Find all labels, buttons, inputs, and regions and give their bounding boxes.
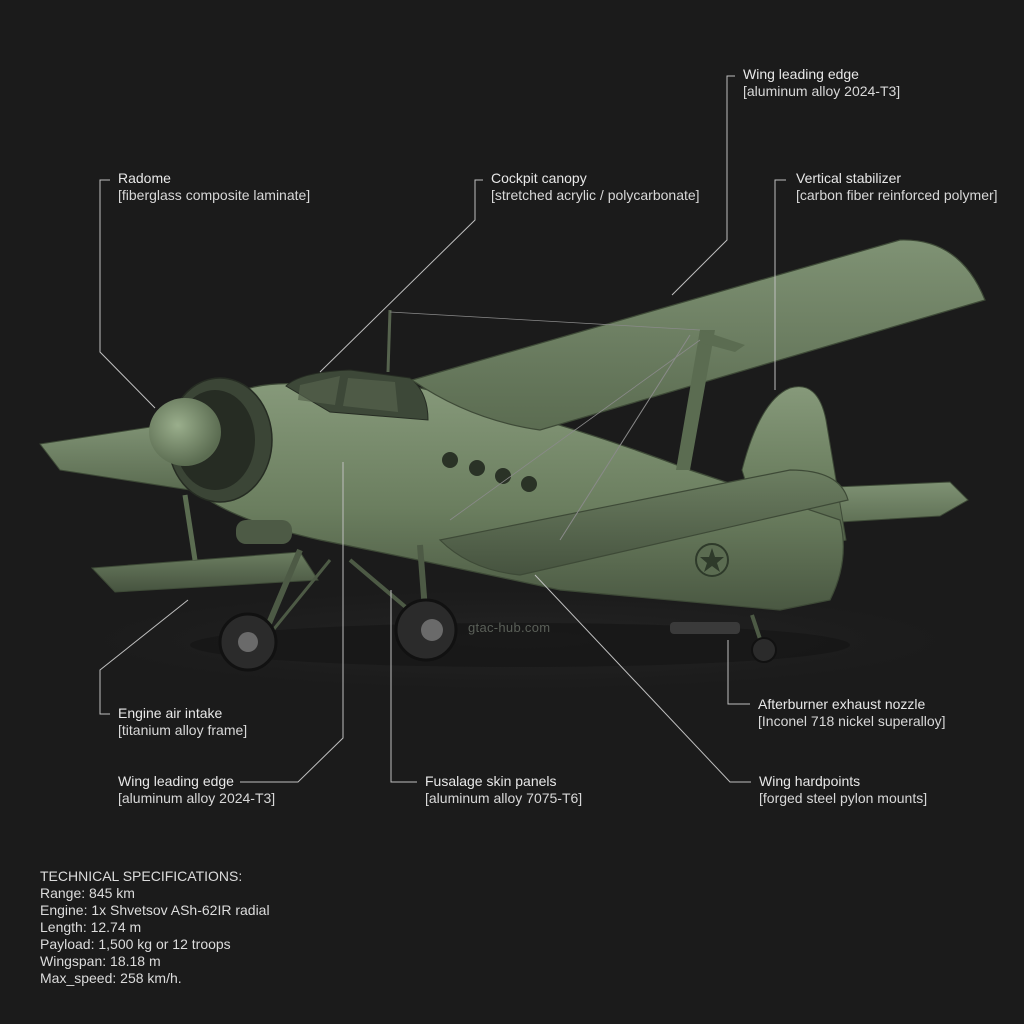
callout-intake: Engine air intake [titanium alloy frame] — [118, 705, 247, 739]
spec-range: Range: 845 km — [40, 885, 135, 901]
callout-stabilizer-name: Vertical stabilizer — [796, 170, 902, 186]
leader-line-stabilizer — [774, 179, 786, 390]
callout-nozzle: Afterburner exhaust nozzle [Inconel 718 … — [758, 696, 946, 730]
callout-stabilizer-material: [carbon fiber reinforced polymer] — [796, 187, 998, 203]
window — [495, 468, 511, 484]
callout-wing-top-material: [aluminum alloy 2024-T3] — [743, 83, 901, 99]
leader-line-hardpoints — [534, 574, 751, 783]
upper-main-wing — [410, 239, 986, 431]
spec-payload: Payload: 1,500 kg or 12 troops — [40, 936, 231, 952]
spec-length: Length: 12.74 m — [40, 919, 142, 935]
callout-wing-top: Wing leading edge [aluminum alloy 2024-T… — [743, 66, 900, 100]
callout-radome-name: Radome — [118, 170, 171, 186]
callout-canopy-name: Cockpit canopy — [491, 170, 587, 186]
specs-heading: TECHNICAL SPECIFICATIONS: — [40, 868, 243, 884]
callout-fuselage-material: [aluminum alloy 7075-T6] — [425, 790, 583, 806]
callout-nozzle-material: [Inconel 718 nickel superalloy] — [758, 713, 946, 729]
leader-lines — [99, 75, 786, 783]
spec-max-speed: Max_speed: 258 km/h. — [40, 970, 182, 986]
callout-canopy: Cockpit canopy [stretched acrylic / poly… — [491, 170, 700, 204]
window — [521, 476, 537, 492]
engine-air-intake — [236, 520, 292, 544]
leader-line-radome — [99, 179, 156, 409]
callout-wing-bottom: Wing leading edge [aluminum alloy 2024-T… — [118, 773, 275, 807]
callout-fuselage-name: Fusalage skin panels — [425, 773, 557, 789]
callout-intake-material: [titanium alloy frame] — [118, 722, 248, 738]
leader-line-wing-top — [671, 75, 735, 296]
radome — [149, 398, 221, 466]
callout-wing-bottom-material: [aluminum alloy 2024-T3] — [118, 790, 276, 806]
lower-main-wing — [438, 469, 849, 576]
leader-line-canopy — [319, 179, 483, 373]
callout-radome-material: [fiberglass composite laminate] — [118, 187, 311, 203]
callout-intake-name: Engine air intake — [118, 705, 223, 721]
leader-line-wing-bottom — [240, 462, 344, 783]
callout-nozzle-name: Afterburner exhaust nozzle — [758, 696, 926, 712]
callout-stabilizer: Vertical stabilizer [carbon fiber reinfo… — [796, 170, 998, 204]
callout-hardpoints-material: [forged steel pylon mounts] — [759, 790, 928, 806]
callout-hardpoints-name: Wing hardpoints — [759, 773, 861, 789]
watermark: gtac-hub.com — [468, 620, 551, 635]
lower-left-wing — [90, 551, 319, 593]
spec-wingspan: Wingspan: 18.18 m — [40, 953, 161, 969]
callout-radome: Radome [fiberglass composite laminate] — [118, 170, 310, 204]
tail-wheel — [751, 637, 777, 663]
spec-engine: Engine: 1x Shvetsov ASh-62IR radial — [40, 902, 270, 918]
callout-wing-bottom-name: Wing leading edge — [118, 773, 234, 789]
wing-strut — [676, 330, 715, 470]
leader-line-intake — [99, 599, 189, 715]
leader-line-nozzle — [727, 640, 750, 705]
specifications-panel: TECHNICAL SPECIFICATIONS: Range: 845 km … — [40, 868, 270, 987]
window — [469, 460, 485, 476]
callout-hardpoints: Wing hardpoints [forged steel pylon moun… — [759, 773, 927, 807]
callout-canopy-material: [stretched acrylic / polycarbonate] — [491, 187, 700, 203]
window — [442, 452, 458, 468]
leader-line-fuselage — [390, 590, 417, 783]
callout-wing-top-name: Wing leading edge — [743, 66, 859, 82]
callout-fuselage: Fusalage skin panels [aluminum alloy 707… — [425, 773, 582, 807]
exhaust-nozzle — [670, 622, 740, 634]
